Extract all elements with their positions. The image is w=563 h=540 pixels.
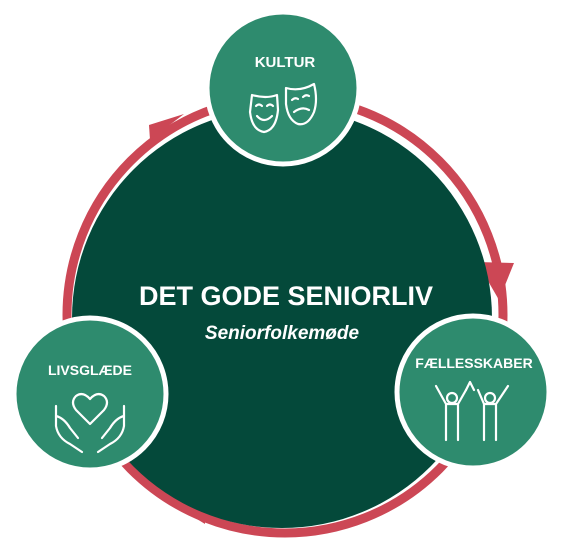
center-title: DET GODE SENIORLIV <box>139 281 433 311</box>
arrowhead-to-kultur <box>149 114 184 140</box>
center-subtitle: Seniorfolkemøde <box>205 323 360 344</box>
node-faellesskaber-circle <box>394 313 552 471</box>
hands-heart-icon <box>54 392 126 454</box>
node-faellesskaber-label: FÆLLESSKABER <box>415 355 532 371</box>
node-livsglaede-label: LIVSGLÆDE <box>48 362 132 378</box>
center-circle <box>72 108 492 528</box>
node-kultur-circle <box>204 9 362 167</box>
theater-masks-icon <box>248 82 318 134</box>
node-livsglaede-circle <box>11 315 169 473</box>
node-faellesskaber: FÆLLESSKABER <box>394 313 552 471</box>
node-livsglaede: LIVSGLÆDE <box>11 315 169 473</box>
people-celebrating-icon <box>434 380 510 442</box>
node-kultur: KULTUR <box>204 9 362 167</box>
node-kultur-label: KULTUR <box>255 54 316 71</box>
